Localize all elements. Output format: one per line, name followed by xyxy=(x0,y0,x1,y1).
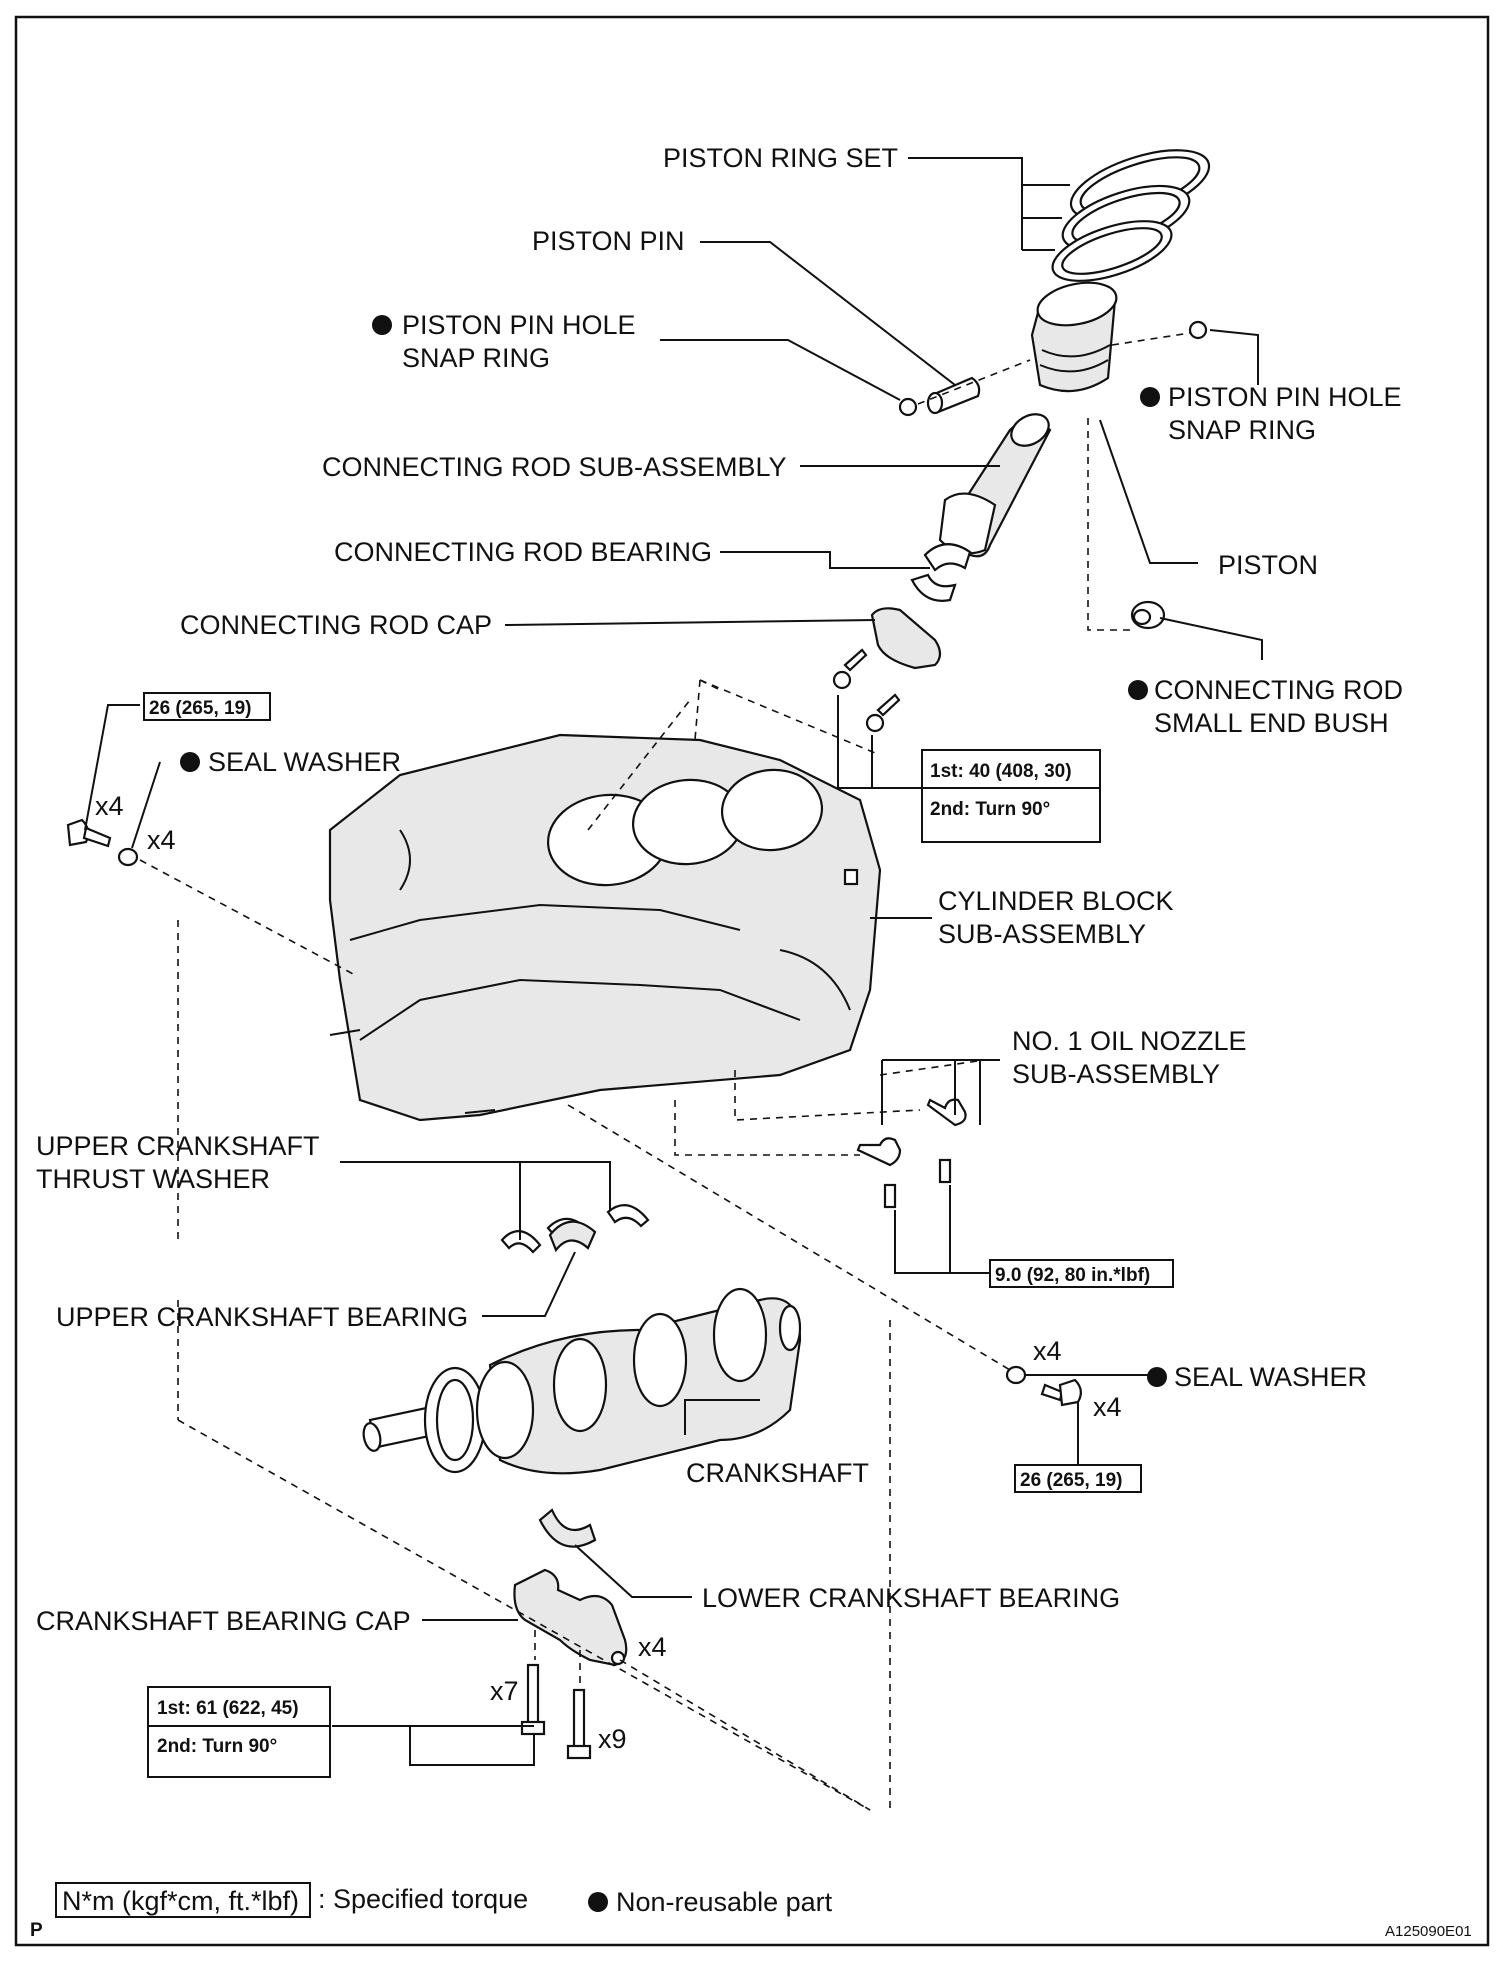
connecting-rod-part xyxy=(938,413,1052,558)
legend-non-reusable-part: Non-reusable part xyxy=(616,1887,833,1917)
connecting-rod-bearing-part xyxy=(910,543,972,602)
label-crankshaft-bearing-cap: CRANKSHAFT BEARING CAP xyxy=(36,1606,411,1636)
torque-box-right-bolt xyxy=(1014,1464,1142,1493)
label-snap-ring-left-line2: SNAP RING xyxy=(402,343,550,373)
label-snap-ring-right-line1: PISTON PIN HOLE xyxy=(1168,382,1402,412)
cylinder-block-part xyxy=(328,733,882,1122)
footer-code-right: A125090E01 xyxy=(1385,1923,1472,1940)
qty-bolt-a: x7 xyxy=(490,1676,519,1706)
piston-part xyxy=(1030,281,1118,393)
upper-crankshaft-bearing-part xyxy=(548,1220,597,1253)
torque-left-bolt: 26 (265, 19) xyxy=(149,698,251,719)
label-small-end-bush-line2: SMALL END BUSH xyxy=(1154,708,1389,738)
qty-bolt-b: x9 xyxy=(598,1724,627,1754)
qty-bolt-left: x4 xyxy=(95,791,124,821)
lower-crankshaft-bearing-part xyxy=(538,1508,597,1548)
qty-washer-right: x4 xyxy=(1033,1336,1062,1366)
legend-torque-box xyxy=(55,1882,311,1918)
left-snap-ring-part xyxy=(898,397,918,417)
small-end-bush-part xyxy=(1130,600,1166,630)
torque-box-rod-cap xyxy=(921,749,1101,843)
qty-cap: x4 xyxy=(638,1632,667,1662)
label-thrust-washer-line1: UPPER CRANKSHAFT xyxy=(36,1131,320,1161)
label-cylinder-block-line1: CYLINDER BLOCK xyxy=(938,886,1174,916)
label-cylinder-block-line2: SUB-ASSEMBLY xyxy=(938,919,1146,949)
label-snap-ring-right-line2: SNAP RING xyxy=(1168,415,1316,445)
connecting-rod-cap-part xyxy=(870,607,942,670)
right-snap-ring-part xyxy=(1188,320,1208,340)
non-reusable-marker-icon xyxy=(588,1892,608,1912)
non-reusable-marker-icon xyxy=(372,315,392,335)
torque-box-bearing-cap xyxy=(147,1686,331,1778)
qty-washer-left: x4 xyxy=(147,825,176,855)
label-seal-washer-right: SEAL WASHER xyxy=(1174,1362,1367,1392)
torque-rod-cap-1st: 1st: 40 (408, 30) xyxy=(930,761,1072,782)
right-seal-washer-part xyxy=(1005,1365,1027,1385)
label-connecting-rod-bearing: CONNECTING ROD BEARING xyxy=(334,537,712,567)
label-piston-ring-set: PISTON RING SET xyxy=(663,143,898,173)
label-lower-crankshaft-bearing: LOWER CRANKSHAFT BEARING xyxy=(702,1583,1120,1613)
label-connecting-rod-sub-assembly: CONNECTING ROD SUB-ASSEMBLY xyxy=(322,452,787,482)
crankshaft-bearing-cap-part xyxy=(513,1568,628,1667)
label-upper-crankshaft-bearing: UPPER CRANKSHAFT BEARING xyxy=(56,1302,468,1332)
piston-ring-set-part xyxy=(1051,149,1211,282)
torque-bearing-cap-1st: 1st: 61 (622, 45) xyxy=(157,1698,299,1719)
label-connecting-rod-cap: CONNECTING ROD CAP xyxy=(180,610,492,640)
diagram-frame xyxy=(14,15,1490,1947)
right-block-bolt-part xyxy=(1040,1378,1082,1407)
label-oil-nozzle-line1: NO. 1 OIL NOZZLE xyxy=(1012,1026,1247,1056)
connecting-rod-bolts xyxy=(832,648,901,733)
torque-oil-nozzle: 9.0 (92, 80 in.*lbf) xyxy=(995,1265,1150,1286)
label-piston: PISTON xyxy=(1218,550,1318,580)
label-small-end-bush-line1: CONNECTING ROD xyxy=(1154,675,1403,705)
non-reusable-marker-icon xyxy=(1128,680,1148,700)
torque-bearing-cap-2nd: 2nd: Turn 90° xyxy=(157,1736,277,1757)
left-seal-washer-part xyxy=(117,847,139,867)
qty-bolt-right: x4 xyxy=(1093,1392,1122,1422)
label-thrust-washer-line2: THRUST WASHER xyxy=(36,1164,270,1194)
torque-box-oil-nozzle xyxy=(989,1259,1174,1288)
torque-rod-cap-2nd: 2nd: Turn 90° xyxy=(930,799,1050,820)
crankshaft-part xyxy=(362,1287,802,1475)
oil-nozzle-part xyxy=(856,1098,967,1209)
non-reusable-marker-icon xyxy=(1147,1367,1167,1387)
label-oil-nozzle-line2: SUB-ASSEMBLY xyxy=(1012,1059,1220,1089)
footer-code-left: P xyxy=(30,1920,43,1941)
legend-torque-units: N*m (kgf*cm, ft.*lbf) xyxy=(62,1886,299,1916)
label-piston-pin: PISTON PIN xyxy=(532,226,685,256)
label-seal-washer-left: SEAL WASHER xyxy=(208,747,401,777)
label-snap-ring-left-line1: PISTON PIN HOLE xyxy=(402,310,636,340)
non-reusable-marker-icon xyxy=(180,752,200,772)
left-block-bolt-part xyxy=(66,818,112,848)
piston-pin-part xyxy=(926,376,981,415)
torque-box-left-bolt xyxy=(143,692,271,721)
label-crankshaft: CRANKSHAFT xyxy=(686,1458,869,1488)
non-reusable-marker-icon xyxy=(1140,387,1160,407)
legend-specified-torque: : Specified torque xyxy=(318,1884,528,1914)
torque-right-bolt: 26 (265, 19) xyxy=(1020,1470,1122,1491)
